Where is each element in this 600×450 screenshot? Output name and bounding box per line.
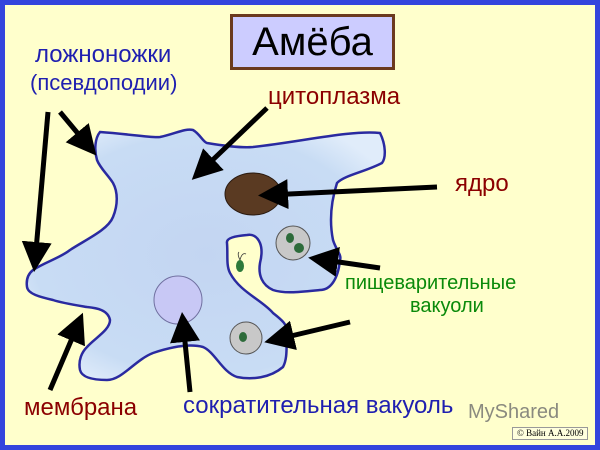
label-membrane: мембрана [24,394,138,421]
copyright: © Вайн А.А.2009 [512,427,589,440]
prey-organism [236,251,247,272]
digestive-vacuole [229,321,263,355]
watermark: MyShared [468,401,560,423]
label-nucleus: ядро [455,170,509,197]
label-pseudopodia: ложноножки [35,41,172,68]
digestive-vacuole [275,225,311,261]
label-pseudopodia-alt: (псевдоподии) [30,70,178,95]
title: Амёба [230,14,395,70]
label-digestive-vacuoles-2: вакуоли [410,295,484,317]
pointer-arrows [21,106,438,393]
contractile-vacuole [153,275,203,325]
label-digestive-vacuoles: пищеварительные [345,272,517,294]
label-contractile-vacuole: сократительная вакуоль [183,392,454,419]
label-cytoplasm: цитоплазма [268,83,401,110]
